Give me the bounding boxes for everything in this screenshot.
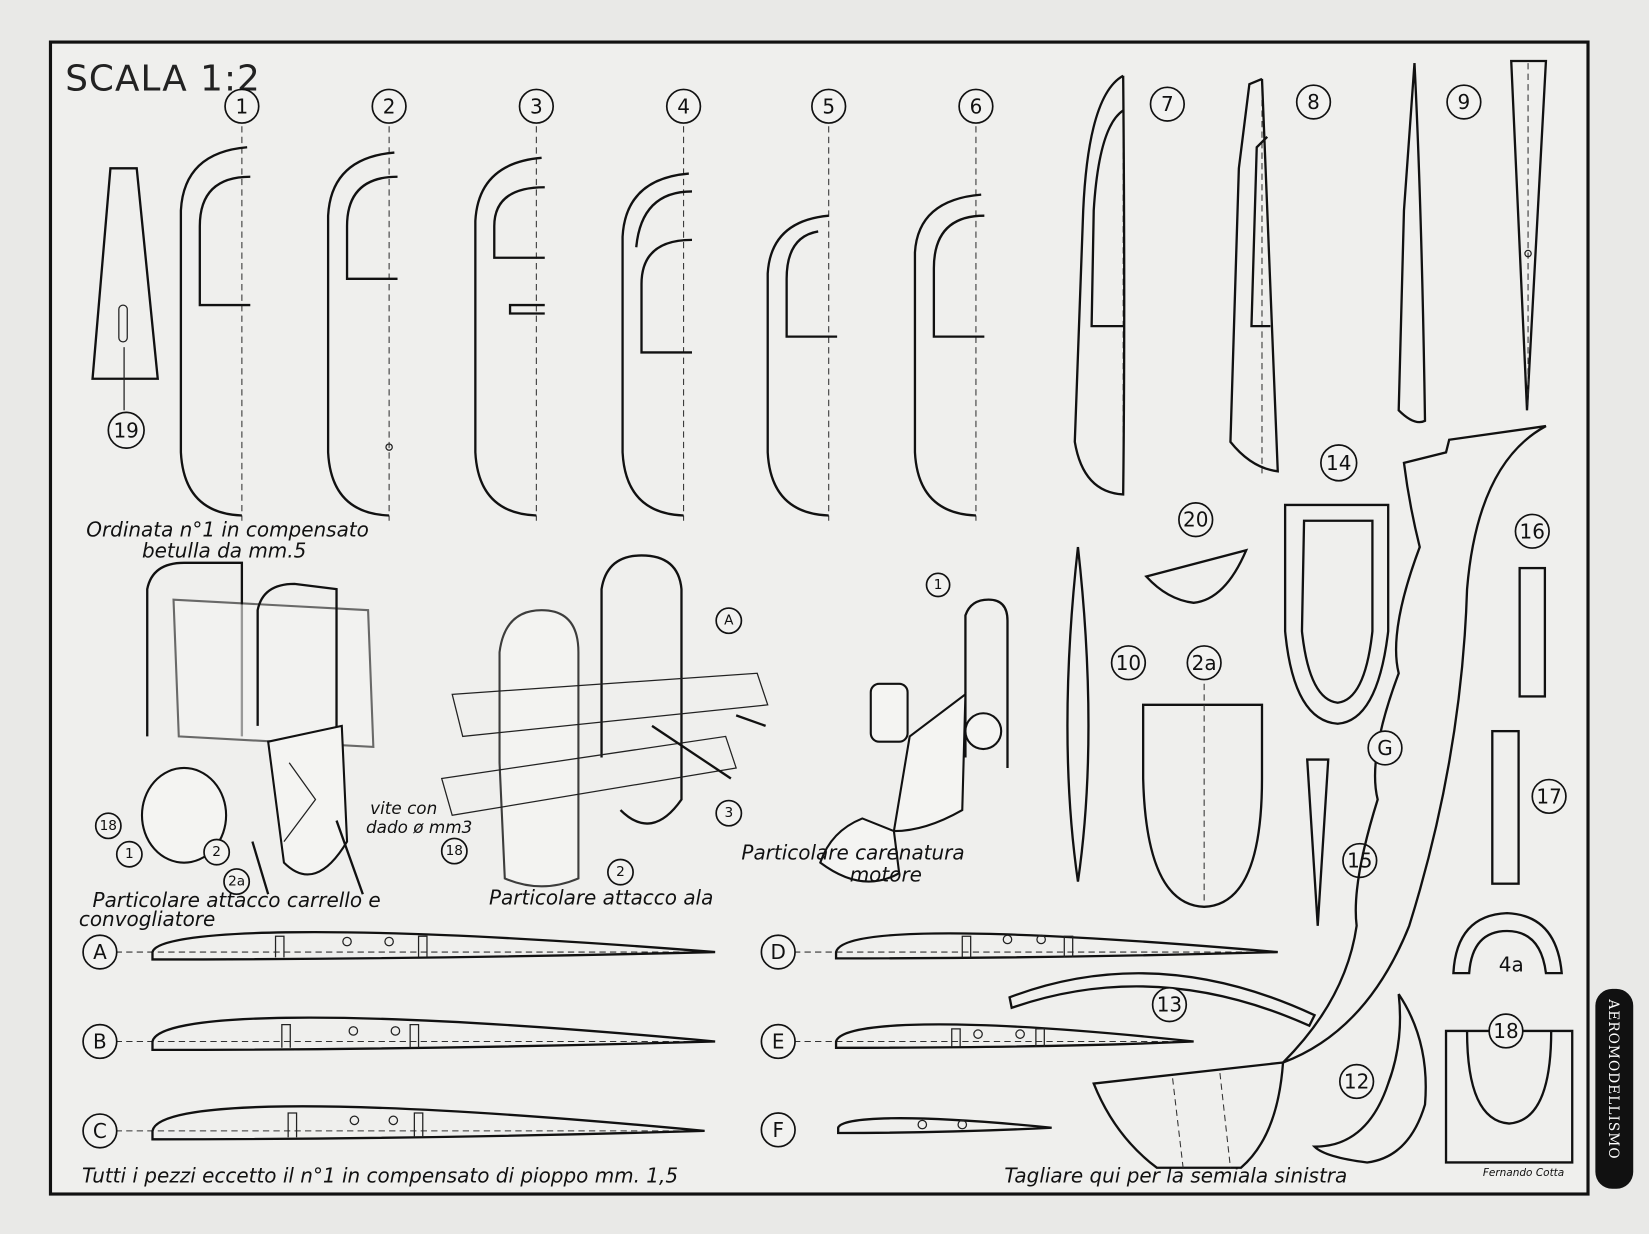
designer-signature: Fernando Cotta [1483,1167,1564,1179]
former-label-4: 4 [665,88,702,124]
former-3 [474,126,545,521]
rib-d: D [760,932,1278,970]
footer-note-materials: Tutti i pezzi eccetto il n°1 in compensa… [82,1163,678,1187]
svg-text:3: 3 [530,94,543,118]
svg-text:10: 10 [1116,651,1141,675]
svg-text:6: 6 [970,94,983,118]
caption-ordinata-1: Ordinata n°1 in compensato [86,518,369,542]
former-7 [1073,74,1126,496]
footer-note-cut-here: Tagliare qui per la semiala sinistra [1004,1163,1347,1187]
former-label-3: 3 [518,88,555,124]
rib-c: C [82,1105,705,1149]
svg-text:E: E [772,1029,785,1053]
svg-text:18: 18 [1493,1019,1518,1043]
part-wing-root [1092,1061,1285,1169]
svg-text:5: 5 [822,94,835,118]
svg-text:16: 16 [1520,519,1545,543]
svg-text:3: 3 [724,805,733,821]
svg-text:20: 20 [1183,508,1208,532]
svg-text:4: 4 [677,94,690,118]
part-16: 16 [1514,513,1550,698]
svg-text:1: 1 [934,577,943,593]
part-19: 19 [91,167,160,449]
detail-engine-cowling: 1 [819,572,1009,883]
caption-carrello-2: convogliatore [79,907,215,931]
svg-text:8: 8 [1307,90,1320,114]
rib-f: F [760,1112,1052,1148]
svg-text:1: 1 [236,94,249,118]
scale-title: SCALA 1:2 [65,58,261,99]
former-label-9: 9 [1446,84,1482,120]
svg-text:18: 18 [100,818,117,834]
former-labels: 1 2 3 4 5 6 7 8 9 [224,84,1482,124]
former-label-5: 5 [811,88,847,124]
former-9 [1397,63,1427,424]
svg-text:2: 2 [616,864,625,880]
svg-text:17: 17 [1536,784,1561,808]
part-14: 14 [1283,444,1390,725]
part-g-fuselage-side: G [1282,424,1547,1064]
formers [179,59,1548,521]
caption-vite-2: dado ø mm3 [366,817,472,837]
former-8 [1229,77,1279,474]
svg-text:D: D [771,940,786,964]
detail-landing-gear: 18 1 2 2a vite con dado ø mm3 [94,561,472,896]
wing-ribs: A B C D E [82,930,1278,1149]
caption-carenatura-1: Particolare carenatura [741,840,964,864]
part-4a: 4a [1452,911,1563,977]
part-18: 18 [1444,1013,1574,1164]
part-13: 13 [1008,972,1317,1028]
part-12: 12 [1311,993,1427,1164]
svg-text:F: F [772,1118,783,1142]
former-label-1: 1 [224,88,260,124]
svg-text:A: A [93,940,107,964]
caption-vite-1: vite con [370,798,437,818]
part-10: 10 [1066,546,1147,882]
brand-label: AEROMODELLISMO [1605,998,1621,1159]
svg-text:B: B [93,1029,107,1053]
svg-text:C: C [93,1119,107,1143]
caption-carrello-1: Particolare attacco carrello e [93,888,381,912]
former-label-7: 7 [1149,86,1186,122]
former-1 [179,126,251,521]
svg-text:14: 14 [1326,451,1351,475]
svg-text:4a: 4a [1499,953,1524,977]
svg-text:2: 2 [212,844,221,860]
part-17: 17 [1491,729,1567,885]
svg-text:13: 13 [1157,993,1182,1017]
caption-attacco-ala: Particolare attacco ala [489,886,713,910]
former-2 [326,126,398,521]
former-label-8: 8 [1295,84,1332,120]
svg-text:2: 2 [383,94,396,118]
former-label-2: 2 [371,88,407,124]
aeromodellismo-brand-tab: AEROMODELLISMO [1595,988,1634,1189]
rib-b: B [82,1016,716,1060]
svg-text:1: 1 [125,846,134,862]
svg-text:18: 18 [446,843,463,859]
part-20: 20 [1144,502,1249,604]
svg-text:19: 19 [113,418,138,442]
svg-text:7: 7 [1161,92,1174,116]
part-2a: 2a [1141,645,1264,908]
rib-a: A [82,930,716,970]
former-4 [621,126,692,521]
detail-wing-attachment: A 3 2 18 [440,554,769,888]
svg-text:G: G [1377,736,1392,760]
former-6 [913,126,985,521]
svg-text:9: 9 [1458,90,1471,114]
svg-text:12: 12 [1344,1069,1369,1093]
rib-e: E [760,1023,1194,1060]
svg-text:2a: 2a [1192,651,1217,675]
former-label-6: 6 [958,88,994,124]
svg-text:A: A [724,613,734,629]
caption-ordinata-2: betulla da mm.5 [142,539,306,563]
former-5 [766,126,838,521]
caption-carenatura-2: motore [850,863,922,887]
svg-text:2a: 2a [228,874,245,890]
part-11 [1510,59,1548,411]
